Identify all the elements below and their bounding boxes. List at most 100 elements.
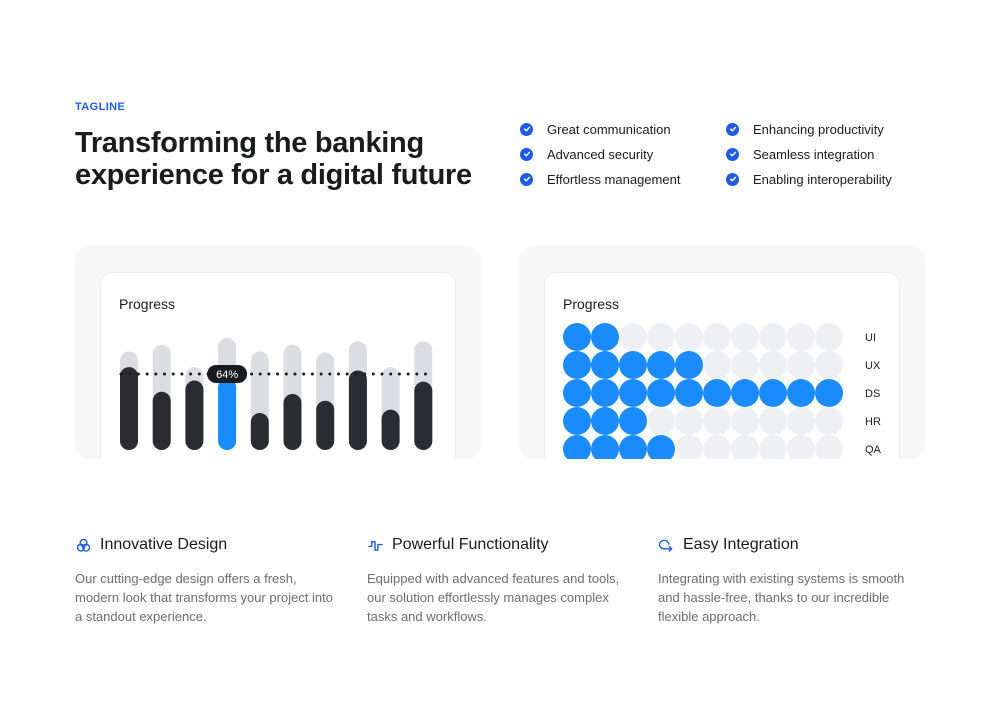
info-title: Powerful Functionality: [392, 536, 549, 553]
dot-filled: [647, 435, 675, 459]
dotted-line-dot: [424, 372, 427, 376]
bar-fill: [316, 400, 335, 450]
value-badge: [207, 365, 248, 383]
dot-filled: [647, 379, 675, 407]
dot-empty: [759, 407, 787, 435]
row-label: QA: [865, 444, 882, 456]
row-label: DS: [865, 388, 880, 400]
dotted-line-dot: [284, 372, 288, 376]
dot-filled: [563, 351, 591, 379]
progress-bars-card: Progress 64%: [100, 272, 456, 459]
feature-list: Great communication Enhancing productivi…: [520, 121, 930, 187]
dot-empty: [787, 323, 815, 351]
dot-empty: [787, 435, 815, 459]
bar-fill: [348, 370, 367, 450]
dotted-line-dot: [397, 372, 401, 376]
progress-bar-chart: 64%: [119, 338, 433, 450]
dot-filled: [731, 379, 759, 407]
dot-empty: [703, 435, 731, 459]
bar-fill: [152, 391, 171, 450]
dotted-line-dot: [337, 372, 340, 376]
dot-filled: [619, 435, 647, 459]
bar-fill: [185, 380, 204, 450]
dot-empty: [815, 407, 843, 435]
row-label: UI: [865, 332, 876, 344]
dot-empty: [731, 407, 759, 435]
dot-filled: [619, 407, 647, 435]
feature-item: Effortless management: [520, 171, 726, 187]
info-column-functionality: Powerful Functionality Equipped with adv…: [367, 535, 637, 626]
row-label: HR: [865, 416, 881, 428]
dotted-line-dot: [250, 372, 253, 376]
info-title: Innovative Design: [100, 536, 228, 553]
dot-filled: [591, 379, 619, 407]
dot-filled: [619, 379, 647, 407]
dotted-line-dot: [119, 372, 123, 376]
circles-icon: [75, 537, 91, 553]
info-body: Equipped with advanced features and tool…: [367, 571, 620, 624]
dotted-line-dot: [310, 372, 314, 376]
bar-fill: [250, 413, 269, 450]
feature-item: Enhancing productivity: [726, 121, 930, 137]
dot-empty: [619, 323, 647, 351]
dot-filled: [675, 379, 703, 407]
dotted-line-dot: [371, 372, 375, 376]
check-circle-icon: [726, 122, 739, 136]
check-circle-icon: [520, 147, 533, 161]
dot-filled: [563, 323, 591, 351]
dot-filled: [591, 435, 619, 459]
dot-empty: [647, 323, 675, 351]
check-circle-icon: [520, 122, 533, 136]
dot-filled: [563, 435, 591, 459]
dot-empty: [815, 351, 843, 379]
dotted-line-dot: [328, 372, 332, 376]
dot-filled: [647, 351, 675, 379]
dotted-line-dot: [145, 372, 149, 376]
dot-empty: [703, 407, 731, 435]
dot-empty: [787, 407, 815, 435]
feature-item: Advanced security: [520, 146, 726, 162]
dot-filled: [591, 323, 619, 351]
dotted-line-dot: [380, 372, 384, 376]
dot-filled: [563, 407, 591, 435]
feature-label: Seamless integration: [753, 146, 875, 162]
check-circle-icon: [726, 147, 739, 161]
dotted-line-dot: [163, 372, 166, 376]
dotted-line-dot: [363, 372, 367, 376]
dotted-line-dot: [302, 372, 306, 376]
dot-empty: [675, 323, 703, 351]
dotted-line-dot: [276, 372, 280, 376]
bar-fill-highlight: [218, 378, 237, 450]
dot-empty: [759, 435, 787, 459]
dotted-line-dot: [171, 372, 175, 376]
tagline: TAGLINE: [75, 101, 126, 113]
dot-empty: [731, 323, 759, 351]
dotted-line-dot: [293, 372, 297, 376]
dot-filled: [703, 379, 731, 407]
bar-fill: [120, 367, 138, 450]
row-label: UX: [865, 360, 881, 372]
dotted-line-dot: [258, 372, 262, 376]
dot-filled: [787, 379, 815, 407]
dot-filled: [591, 407, 619, 435]
feature-label: Great communication: [547, 121, 671, 137]
info-column-integration: Easy Integration Integrating with existi…: [658, 535, 928, 626]
check-circle-icon: [520, 172, 533, 186]
feature-item: Enabling interoperability: [726, 171, 930, 187]
dotted-line-dot: [136, 372, 140, 376]
dotted-line-dot: [180, 372, 184, 376]
dot-filled: [591, 351, 619, 379]
dotted-line-dot: [354, 372, 358, 376]
dot-empty: [815, 435, 843, 459]
dotted-line-dot: [389, 372, 393, 376]
feature-label: Enhancing productivity: [753, 121, 884, 137]
dot-empty: [675, 407, 703, 435]
feature-label: Advanced security: [547, 146, 654, 162]
feature-item: Seamless integration: [726, 146, 930, 162]
info-title: Easy Integration: [683, 536, 799, 553]
info-body: Our cutting-edge design offers a fresh, …: [75, 571, 333, 624]
check-circle-icon: [726, 172, 739, 186]
dot-filled: [619, 351, 647, 379]
bar-fill: [381, 409, 400, 450]
